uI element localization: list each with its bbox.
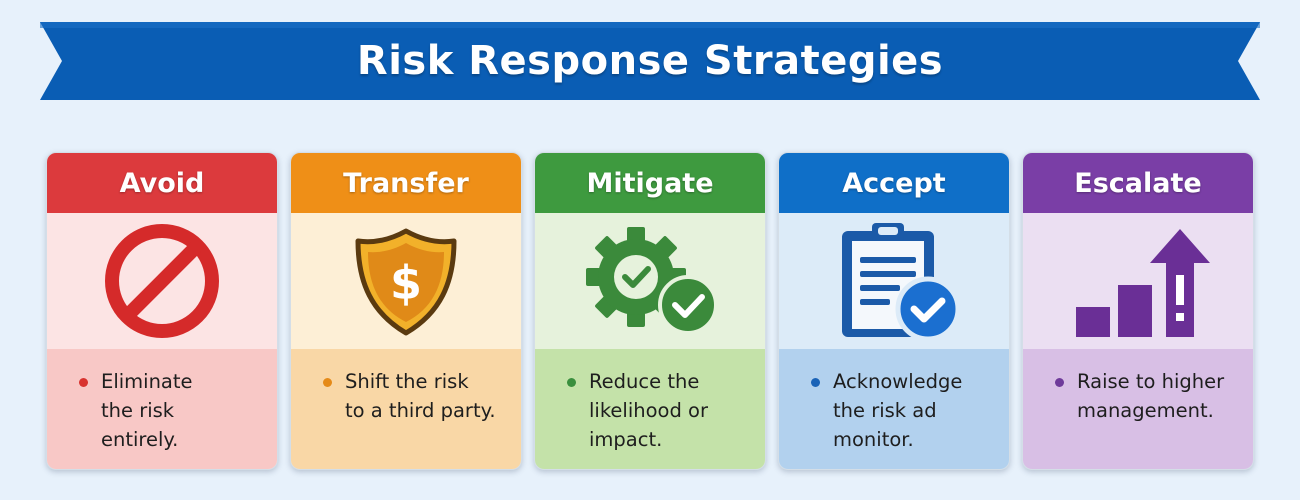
card-icon-area-avoid — [47, 213, 277, 349]
card-icon-area-mitigate — [535, 213, 765, 349]
card-accept: Accept Acknowledge the risk ad monitor. — [778, 152, 1010, 470]
bullet-dot — [567, 378, 576, 387]
bullet-dot — [323, 378, 332, 387]
card-body-avoid: Eliminate the risk entirely. — [47, 349, 277, 469]
card-escalate: Escalate Raise to higher management. — [1022, 152, 1254, 470]
title-banner: Risk Response Strategies — [0, 0, 1300, 120]
strategy-cards: Avoid Eliminate the risk entirely. Trans… — [46, 152, 1254, 470]
card-header-mitigate: Mitigate — [535, 153, 765, 213]
card-icon-area-accept — [779, 213, 1009, 349]
card-body-mitigate: Reduce the likelihood or impact. — [535, 349, 765, 469]
banner-ribbon — [40, 22, 1260, 100]
card-mitigate: Mitigate — [534, 152, 766, 470]
page-title: Risk Response Strategies — [356, 38, 944, 84]
card-description-avoid: Eliminate the risk entirely. — [101, 370, 193, 451]
card-header-escalate: Escalate — [1023, 153, 1253, 213]
card-description-transfer: Shift the risk to a third party. — [345, 370, 496, 422]
card-icon-area-transfer: $ — [291, 213, 521, 349]
gear-check-icon — [586, 227, 718, 335]
card-description-escalate: Raise to higher management. — [1077, 370, 1225, 422]
bullet-dot — [811, 378, 820, 387]
bullet-dot — [79, 378, 88, 387]
card-header-accept: Accept — [779, 153, 1009, 213]
card-icon-area-escalate — [1023, 213, 1253, 349]
dollar-shield-icon: $ — [355, 228, 457, 336]
card-description-mitigate: Reduce the likelihood or impact. — [589, 370, 709, 451]
card-avoid: Avoid Eliminate the risk entirely. — [46, 152, 278, 470]
card-header-transfer: Transfer — [291, 153, 521, 213]
card-body-escalate: Raise to higher management. — [1023, 349, 1253, 469]
prohibited-icon — [105, 224, 219, 338]
card-transfer: Transfer $ Shift the risk to a third par… — [290, 152, 522, 470]
bullet-dot — [1055, 378, 1064, 387]
card-body-accept: Acknowledge the risk ad monitor. — [779, 349, 1009, 469]
escalation-arrow-icon — [1076, 229, 1210, 337]
svg-text:$: $ — [390, 256, 422, 310]
clipboard-check-icon — [842, 223, 961, 342]
card-body-transfer: Shift the risk to a third party. — [291, 349, 521, 469]
card-header-avoid: Avoid — [47, 153, 277, 213]
card-description-accept: Acknowledge the risk ad monitor. — [833, 370, 963, 451]
